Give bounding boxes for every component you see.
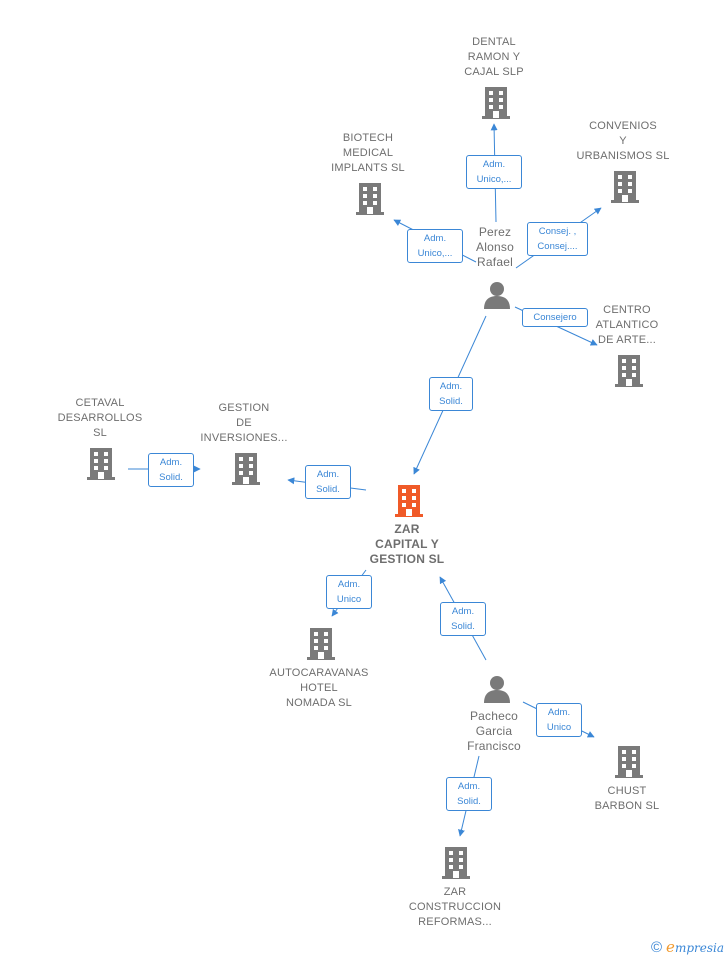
perez-person-icon[interactable]	[482, 280, 512, 310]
role-perez-dental[interactable]: Adm. Unico,...	[466, 155, 522, 189]
zar-construccion-label: ZAR CONSTRUCCION REFORMAS...	[408, 886, 502, 928]
perez-label: Perez Alonso Rafael	[476, 225, 514, 269]
zar-capital-label: ZAR CAPITAL Y GESTION SL	[369, 522, 445, 566]
cetaval-label: CETAVAL DESARROLLOS SL	[57, 397, 143, 439]
biotech-building-icon[interactable]	[354, 181, 386, 216]
centro-label: CENTRO ATLANTICO DE ARTE...	[595, 304, 659, 346]
gestion-building-icon[interactable]	[230, 451, 262, 486]
zar-capital-building-icon[interactable]	[393, 483, 425, 518]
biotech-label: BIOTECH MEDICAL IMPLANTS SL	[331, 132, 405, 174]
role-perez-centro[interactable]: Consejero	[522, 308, 588, 327]
pacheco-person-icon[interactable]	[482, 674, 512, 704]
role-perez-convenios[interactable]: Consej. , Consej....	[527, 222, 588, 256]
copyright-icon: ©	[650, 939, 663, 956]
role-pacheco-construccion[interactable]: Adm. Solid.	[446, 777, 492, 811]
chust-building-icon[interactable]	[613, 744, 645, 779]
role-zar-gestion[interactable]: Adm. Solid.	[305, 465, 351, 499]
convenios-building-icon[interactable]	[609, 169, 641, 204]
dental-building-icon[interactable]	[480, 85, 512, 120]
gestion-label: GESTION DE INVERSIONES...	[200, 402, 288, 444]
role-pacheco-chust[interactable]: Adm. Unico	[536, 703, 582, 737]
brand-logo-e: e	[666, 938, 675, 956]
role-zar-autocaravanas[interactable]: Adm. Unico	[326, 575, 372, 609]
chust-label: CHUST BARBON SL	[594, 785, 660, 812]
convenios-label: CONVENIOS Y URBANISMOS SL	[576, 120, 670, 162]
brand-name: mpresia	[674, 941, 724, 955]
autocaravanas-building-icon[interactable]	[305, 626, 337, 661]
cetaval-building-icon[interactable]	[85, 446, 117, 481]
centro-building-icon[interactable]	[613, 353, 645, 388]
role-pacheco-zar[interactable]: Adm. Solid.	[440, 602, 486, 636]
zar-construccion-building-icon[interactable]	[440, 845, 472, 880]
role-cetaval-gestion[interactable]: Adm. Solid.	[148, 453, 194, 487]
role-perez-zar[interactable]: Adm. Solid.	[429, 377, 473, 411]
autocaravanas-label: AUTOCARAVANAS HOTEL NOMADA SL	[269, 667, 369, 709]
dental-label: DENTAL RAMON Y CAJAL SLP	[464, 36, 524, 78]
brand-footer: ©empresia	[651, 938, 724, 956]
pacheco-label: Pacheco Garcia Francisco	[467, 709, 521, 753]
role-perez-biotech[interactable]: Adm. Unico,...	[407, 229, 463, 263]
